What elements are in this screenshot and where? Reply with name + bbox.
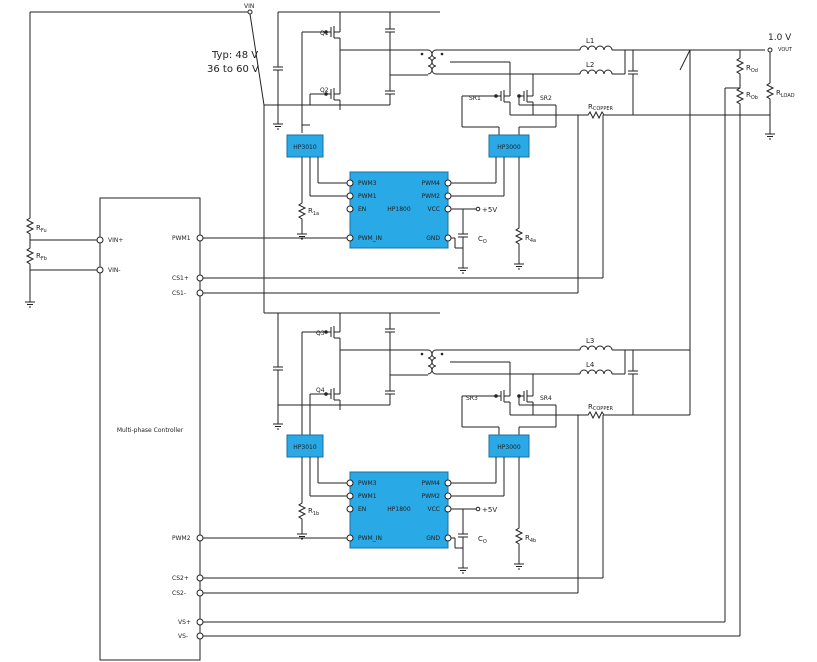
phase-1: Q1 Q2 L1 L2 [203, 12, 640, 274]
driver-hp3000-1 [488, 134, 530, 158]
pin-cs1-plus: CS1+ [172, 275, 189, 282]
driver-hp3000-1-label: HP3000 [497, 144, 521, 151]
hp1800-1-pwmin: PWM_IN [358, 235, 382, 242]
rload-label: RLOAD [776, 89, 795, 99]
hp1800-2-pwmin: PWM_IN [358, 535, 382, 542]
hp1800-2-pwm4: PWM4 [421, 480, 440, 487]
pin-cs2-minus: CS2- [172, 590, 186, 597]
l4-label: L4 [586, 361, 595, 369]
phase-2: Q3 Q4 L3 L4 [203, 313, 640, 574]
driver-hp3010-2 [286, 434, 324, 458]
vin-range-label: 36 to 60 V [207, 64, 259, 75]
driver-hp3000-2 [488, 434, 530, 458]
pin-vs-minus: VS- [178, 633, 188, 640]
hp1800-2-pwm3: PWM3 [358, 480, 377, 487]
rcopper1-label: RCOPPER [588, 103, 613, 112]
hp1800-1-name: HP1800 [387, 206, 411, 213]
vout-voltage-label: 1.0 V [768, 33, 792, 43]
hp1800-2-vcc: VCC [428, 506, 440, 513]
l3-label: L3 [586, 337, 594, 345]
driver-hp3010-1-label: HP3010 [293, 144, 317, 151]
vin-label: VIN [244, 3, 254, 10]
q2-label: Q2 [320, 87, 329, 94]
r1a-label: R1a [308, 207, 319, 217]
pin-vin-plus: VIN+ [108, 237, 123, 244]
q1-label: Q1 [320, 30, 329, 37]
rcopper2-label: RCOPPER [588, 403, 613, 412]
driver-hp3000-2-label: HP3000 [497, 444, 521, 451]
pin-cs1-minus: CS1- [172, 290, 186, 297]
pin-pwm1: PWM1 [172, 235, 191, 242]
l1-label: L1 [586, 37, 594, 45]
pin-cs2-plus: CS2+ [172, 575, 189, 582]
controller-hp1800-1 [349, 171, 449, 249]
driver-hp3010-1 [286, 134, 324, 158]
controller-name: Multi-phase Controller [117, 427, 184, 434]
sr2-label: SR2 [540, 95, 552, 102]
hp1800-1-pwm2: PWM2 [421, 193, 440, 200]
r1b-label: R1b [308, 507, 319, 517]
hp1800-1-en: EN [358, 206, 366, 213]
sr1-label: SR1 [469, 95, 481, 102]
q3-label: Q3 [316, 330, 325, 337]
driver-hp3010-2-label: HP3010 [293, 444, 317, 451]
rfu-label: RFu [36, 224, 47, 234]
hp1800-1-pwm1: PWM1 [358, 193, 377, 200]
hp1800-2-pwm2: PWM2 [421, 493, 440, 500]
q4-label: Q4 [316, 387, 325, 394]
r4b-label: R4b [525, 534, 536, 544]
hp1800-1-vcc: VCC [428, 206, 440, 213]
hp1800-2-gnd: GND [426, 535, 440, 542]
hp1800-2-name: HP1800 [387, 506, 411, 513]
rob-label: ROb [746, 91, 758, 101]
hp1800-1-gnd: GND [426, 235, 440, 242]
pin-vs-plus: VS+ [178, 619, 191, 626]
hp1800-2-en: EN [358, 506, 366, 513]
plus5v-2-label: +5V [482, 506, 497, 514]
co1-label: CO [478, 235, 487, 245]
plus5v-1-label: +5V [482, 206, 497, 214]
vout-label: VOUT [778, 47, 793, 53]
hp1800-2-pwm1: PWM1 [358, 493, 377, 500]
rfb-label: RFb [36, 252, 47, 262]
rod-label: ROd [746, 64, 758, 74]
pin-vin-minus: VIN- [108, 267, 121, 274]
r4a-label: R4a [525, 234, 536, 244]
hp1800-1-pwm3: PWM3 [358, 180, 377, 187]
sr3-label: SR3 [466, 395, 478, 402]
sr4-label: SR4 [540, 395, 552, 402]
pin-pwm2: PWM2 [172, 535, 191, 542]
multiphase-controller [99, 197, 201, 661]
l2-label: L2 [586, 61, 594, 69]
hp1800-1-pwm4: PWM4 [421, 180, 440, 187]
vin-typ-label: Typ: 48 V [211, 50, 258, 61]
co2-label: CO [478, 535, 487, 545]
